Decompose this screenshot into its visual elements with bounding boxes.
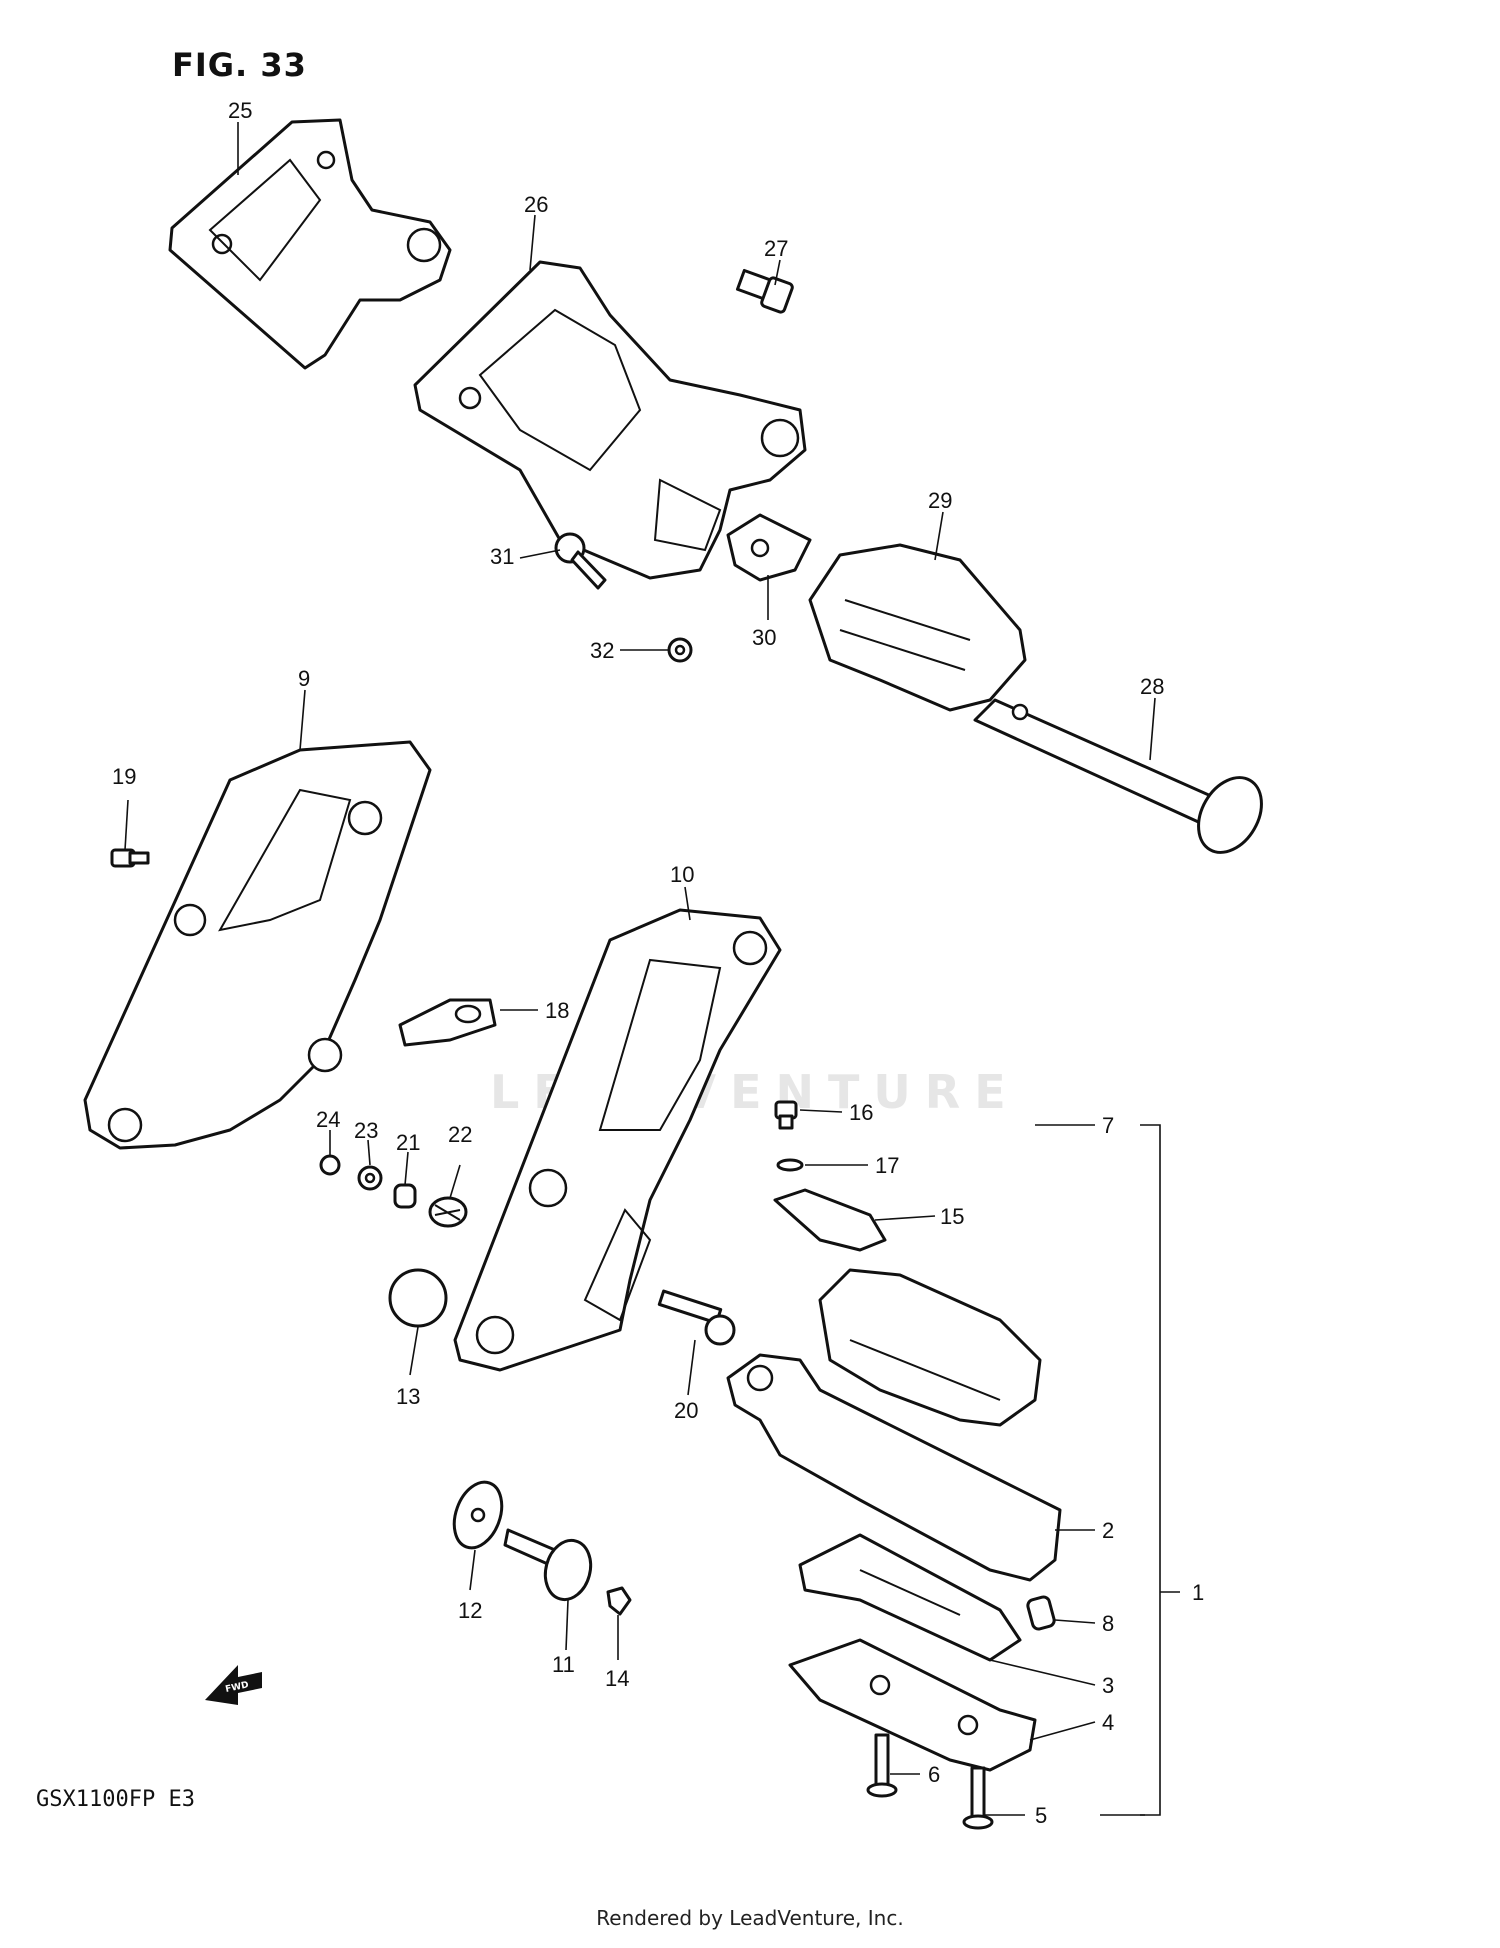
part-18-stop-bracket <box>398 998 497 1047</box>
callout-26: 26 <box>524 192 548 217</box>
callout-numbers: 25 26 27 31 32 30 29 28 9 19 10 18 16 17… <box>112 98 1204 1828</box>
part-31-pin <box>554 532 607 590</box>
forward-arrow-icon: FWD <box>205 1665 262 1705</box>
callout-25: 25 <box>228 98 252 123</box>
callout-19: 19 <box>112 764 136 789</box>
callout-13: 13 <box>396 1384 420 1409</box>
callout-17: 17 <box>875 1153 899 1178</box>
part-6-screw <box>866 1733 898 1798</box>
callout-11: 11 <box>552 1652 575 1677</box>
part-17-washer <box>776 1158 804 1172</box>
part-30-plate <box>726 513 812 582</box>
part-14-clip <box>606 1586 632 1616</box>
part-27-bolt <box>735 268 794 314</box>
callout-1: 1 <box>1192 1580 1204 1605</box>
callout-2: 2 <box>1102 1518 1114 1543</box>
callout-21: 21 <box>396 1130 420 1155</box>
callout-23: 23 <box>354 1118 378 1143</box>
callout-28: 28 <box>1140 674 1164 699</box>
model-code: GSX1100FP E3 <box>36 1787 195 1812</box>
part-23-washer <box>357 1165 383 1191</box>
part-8-stud <box>1026 1595 1056 1631</box>
callout-15: 15 <box>940 1204 964 1229</box>
callout-3: 3 <box>1102 1673 1114 1698</box>
callout-14: 14 <box>605 1666 629 1691</box>
footer-credit: Rendered by LeadVenture, Inc. <box>596 1906 904 1930</box>
callout-7: 7 <box>1102 1113 1114 1138</box>
callout-20: 20 <box>674 1398 698 1423</box>
part-11-pivot-pin <box>503 1528 593 1602</box>
part-5-screw <box>962 1766 994 1830</box>
callout-22: 22 <box>448 1122 472 1147</box>
part-21-collar <box>393 1183 417 1209</box>
callout-12: 12 <box>458 1598 482 1623</box>
callout-16: 16 <box>849 1100 873 1125</box>
part-2-footrest-body <box>726 1353 1062 1582</box>
part-32-clip <box>667 637 693 663</box>
leader-lines <box>124 122 1180 1816</box>
part-22-spring <box>428 1196 468 1228</box>
forward-label: FWD <box>225 1680 250 1695</box>
part-20-bolt <box>657 1289 736 1346</box>
part-26-bracket <box>413 260 807 580</box>
callout-31: 31 <box>490 544 514 569</box>
part-7-rubber-pad <box>818 1268 1042 1427</box>
figure-title: FIG. 33 <box>172 46 307 84</box>
callout-18: 18 <box>545 998 569 1023</box>
part-28-footrest-shaft <box>973 698 1263 854</box>
part-12-washer <box>452 1480 504 1550</box>
part-4-bracket <box>788 1638 1037 1772</box>
callout-6: 6 <box>928 1762 940 1787</box>
part-19-bolt <box>110 848 150 868</box>
callout-5: 5 <box>1035 1803 1047 1828</box>
part-13-washer <box>388 1268 448 1328</box>
callout-8: 8 <box>1102 1611 1114 1636</box>
callout-9: 9 <box>298 666 310 691</box>
callout-30: 30 <box>752 625 776 650</box>
callout-32: 32 <box>590 638 614 663</box>
part-29-footrest-rubber <box>808 543 1027 712</box>
part-9-bracket <box>83 740 432 1150</box>
part-24-clip <box>319 1154 341 1176</box>
callout-10: 10 <box>670 862 694 887</box>
part-3-plate <box>798 1533 1022 1662</box>
callout-24: 24 <box>316 1107 340 1132</box>
callout-29: 29 <box>928 488 952 513</box>
part-25-bracket <box>168 118 452 370</box>
part-10-bracket <box>453 908 782 1372</box>
part-15-plate <box>773 1188 887 1252</box>
callout-27: 27 <box>764 236 788 261</box>
callout-4: 4 <box>1102 1710 1114 1735</box>
part-16-bolt <box>774 1100 798 1130</box>
